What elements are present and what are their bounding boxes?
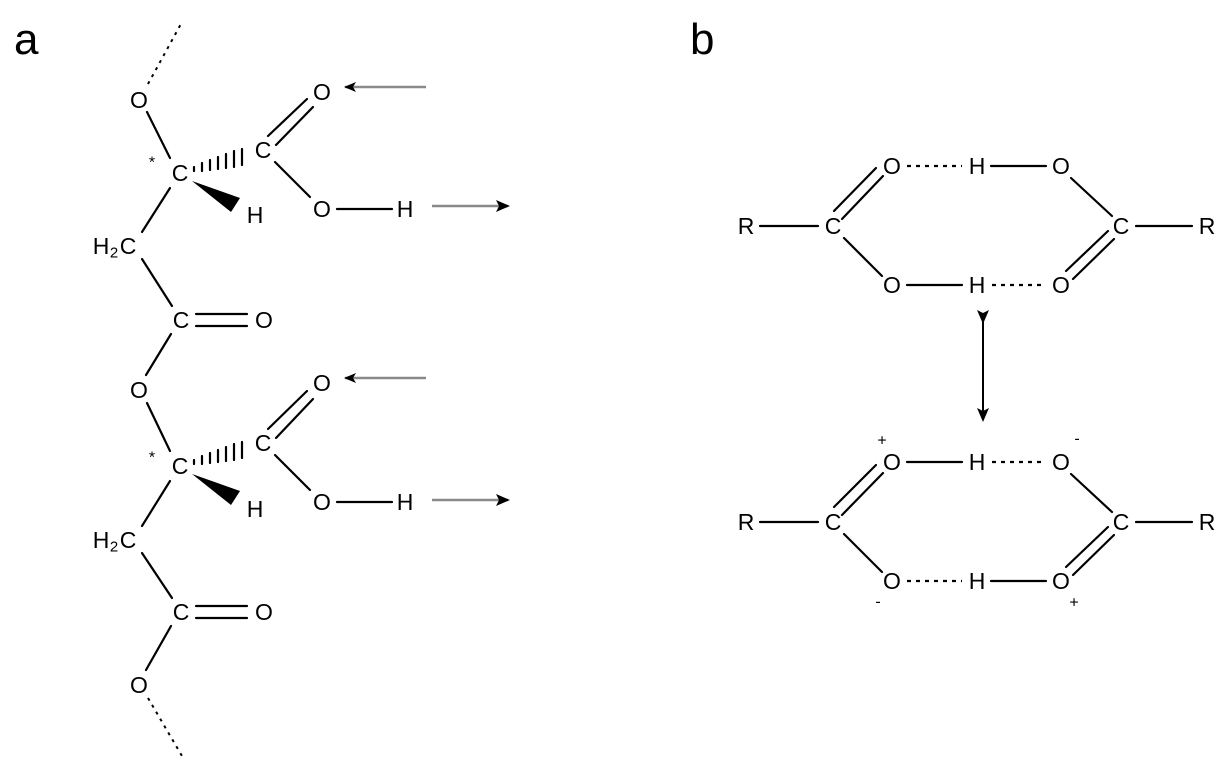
bond-c-oh-2 (273, 453, 312, 492)
atom-o-upper-right-bottom: O (1052, 449, 1070, 475)
atom-h-chiral-2: H (247, 496, 264, 522)
bond-ch2-c-ester-1 (140, 257, 174, 308)
bond-ch2-c-ester-2 (140, 551, 174, 600)
bond-c-o-double-right-top-b (1071, 237, 1116, 281)
bond-c-ester-o-1 (144, 332, 173, 377)
atom-o-carbonyl-2: O (313, 370, 331, 396)
atom-c-right-top: C (1113, 213, 1130, 239)
bond-o-c-upper-right-bottom (1069, 472, 1114, 514)
chiral-marker-1: * (149, 155, 155, 172)
atom-c-chiral-2: C (172, 453, 189, 479)
atom-o-ester-carbonyl-1: O (255, 307, 273, 333)
atom-c-chiral-1: C (172, 160, 189, 186)
hashed-bond-2 (192, 440, 244, 466)
atom-c-carboxyl-2: C (255, 430, 272, 456)
wedge-bond-2 (192, 474, 240, 505)
atom-o-lower-right-top: O (1052, 272, 1070, 298)
atom-h-chiral-1: H (247, 202, 264, 228)
atom-o-hydroxyl-1: O (313, 196, 331, 222)
wedge-bond-1 (192, 181, 240, 212)
panel-a-structure: O * C C O O H H H 2 (93, 21, 510, 757)
atom-c-ester-2: C (173, 599, 190, 625)
atom-o-carbonyl-1: O (313, 79, 331, 105)
bond-c-o-double-1b (274, 105, 315, 147)
atom-r-right-top: R (1199, 213, 1216, 239)
bond-c-oh-1 (273, 160, 312, 199)
bond-c1-ch2-1 (140, 186, 172, 234)
atom-o-lower-right-bottom: O (1052, 568, 1070, 594)
panel-label-b: b (690, 15, 714, 64)
bond-c-o-left-lower-top (842, 236, 884, 278)
chain-continuation-top (147, 21, 183, 85)
atom-o-upper-right-top: O (1052, 153, 1070, 179)
charge-minus-lower-left: - (875, 594, 880, 611)
atom-h-hydroxyl-1: H (397, 196, 414, 222)
bond-c-o-double-1a (266, 97, 309, 138)
atom-ch2-sub-1: 2 (110, 245, 118, 262)
bond-c-o-double-right-bottom-a (1064, 525, 1110, 569)
charge-minus-upper-right: - (1074, 431, 1079, 448)
atom-h-lower-bottom: H (969, 568, 986, 594)
chiral-marker-2: * (149, 450, 155, 467)
bond-c-o-double-right-bottom-b (1071, 533, 1116, 577)
bond-c-o-left-lower-bottom (842, 532, 884, 574)
bond-c2-ch2-2 (140, 479, 172, 528)
bond-c-o-double-left-top-b (840, 174, 885, 221)
atom-o-chain-3: O (130, 672, 148, 698)
atom-ch2-h-2: H (93, 527, 110, 553)
atom-h-upper-bottom: H (969, 449, 986, 475)
atom-ch2-c-2: C (120, 527, 137, 553)
atom-o-hydroxyl-2: O (313, 489, 331, 515)
panel-b-dimer-bottom: R C + O H - O C R O - H O + (738, 431, 1216, 612)
atom-c-left-top: C (825, 213, 842, 239)
bond-c-o-double-right-top-a (1064, 229, 1110, 273)
bond-c-ester-o-2 (144, 624, 173, 672)
atom-o-lower-left-bottom: O (883, 568, 901, 594)
charge-plus-lower-right: + (1069, 595, 1078, 612)
bond-c-o-double-left-bottom-a (832, 463, 878, 509)
bond-c-o-double-left-bottom-b (840, 471, 885, 517)
atom-c-ester-1: C (173, 307, 190, 333)
atom-c-carboxyl-1: C (255, 137, 272, 163)
atom-c-left-bottom: C (825, 509, 842, 535)
bond-o-c2 (145, 401, 172, 453)
atom-o-upper-left-top: O (883, 153, 901, 179)
chain-continuation-bottom (147, 697, 183, 757)
atom-o-upper-left-bottom: O (883, 449, 901, 475)
atom-ch2-sub-2: 2 (110, 539, 118, 556)
atom-ch2-h-1: H (93, 233, 110, 259)
charge-plus-upper-left: + (877, 433, 886, 450)
atom-r-left-bottom: R (738, 509, 755, 535)
atom-ch2-c-1: C (120, 233, 137, 259)
atom-o-chain-2: O (130, 377, 148, 403)
panel-b-dimer-top: R C O H O C R O H O (738, 153, 1216, 298)
atom-r-left-top: R (738, 213, 755, 239)
atom-o-lower-left-top: O (883, 272, 901, 298)
atom-h-lower-top: H (969, 272, 986, 298)
bond-c-o-double-2a (266, 389, 309, 431)
panel-label-a: a (14, 15, 39, 64)
atom-h-hydroxyl-2: H (397, 489, 414, 515)
bond-o-c-upper-right-top (1069, 176, 1114, 218)
atom-r-right-bottom: R (1199, 509, 1216, 535)
bond-o-c1 (145, 110, 172, 160)
atom-o-chain-1: O (130, 87, 148, 113)
bond-c-o-double-2b (274, 397, 315, 440)
atom-o-ester-carbonyl-2: O (255, 599, 273, 625)
atom-h-upper-top: H (969, 153, 986, 179)
atom-c-right-bottom: C (1113, 509, 1130, 535)
bond-c-o-double-left-top-a (832, 166, 878, 213)
hashed-bond-1 (192, 147, 244, 173)
